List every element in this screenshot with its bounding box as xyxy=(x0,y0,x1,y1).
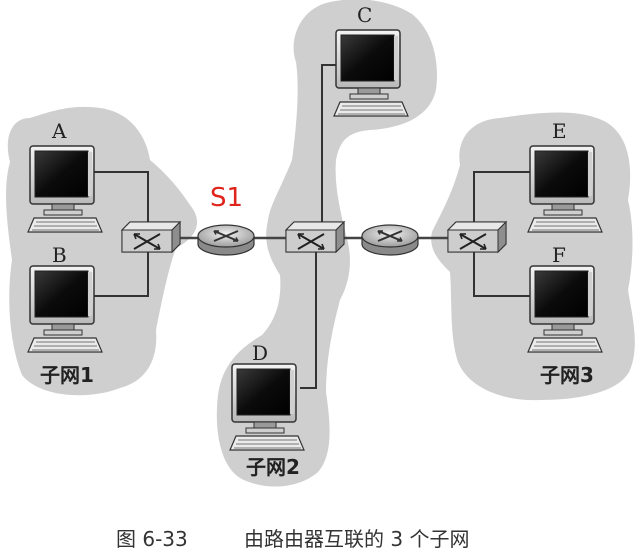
host-a-computer xyxy=(27,145,103,233)
link-c-switch2 xyxy=(321,64,336,222)
host-d-computer xyxy=(229,363,305,451)
host-c-label: C xyxy=(357,3,372,27)
host-b-label: B xyxy=(52,243,67,267)
link-b-switch1 xyxy=(92,248,149,297)
figure-title: 由路由器互联的 3 个子网 xyxy=(244,527,469,551)
router1-s1 xyxy=(197,224,255,256)
subnet3-label: 子网3 xyxy=(540,363,594,387)
link-e-switch3 xyxy=(473,171,530,222)
host-a-label: A xyxy=(51,119,67,143)
subnet2-label: 子网2 xyxy=(246,455,300,479)
host-b-computer xyxy=(27,265,103,353)
switch3 xyxy=(447,221,507,253)
host-e-label: E xyxy=(552,119,567,143)
router2 xyxy=(361,224,419,256)
switch1 xyxy=(121,221,181,253)
router-annotation: S1 xyxy=(210,183,243,213)
host-d-label: D xyxy=(252,341,268,365)
host-e-computer xyxy=(527,145,603,233)
link-a-switch1 xyxy=(92,171,149,222)
host-c-computer xyxy=(333,29,409,117)
link-d-switch2 xyxy=(300,248,317,389)
host-f-computer xyxy=(527,265,603,353)
host-f-label: F xyxy=(552,243,566,267)
figure-number: 图 6-33 xyxy=(116,527,188,551)
switch2 xyxy=(285,221,345,253)
subnet1-label: 子网1 xyxy=(40,363,94,387)
link-f-switch3 xyxy=(473,248,530,297)
